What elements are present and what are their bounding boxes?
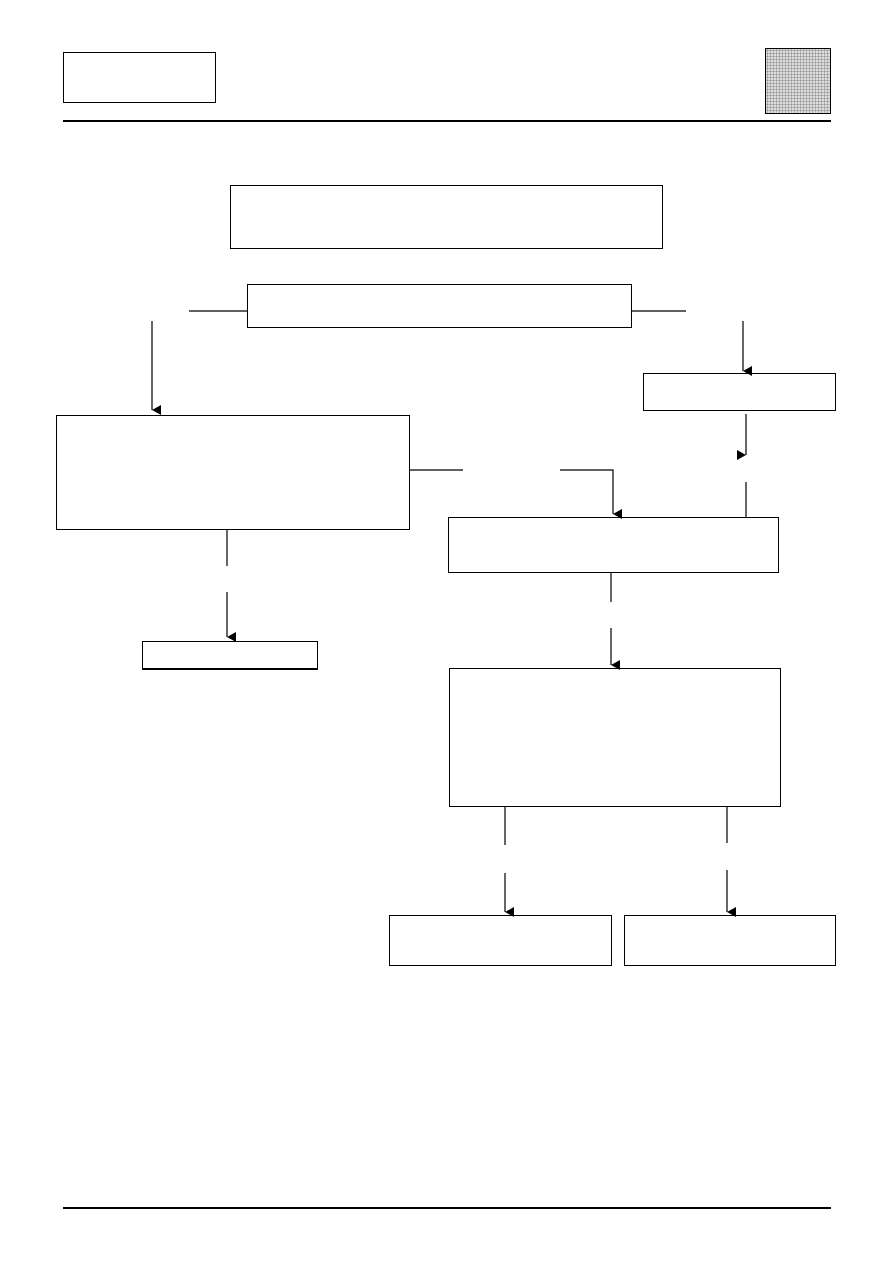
flow-middle-right-box <box>448 517 779 573</box>
footer-text <box>63 1214 831 1234</box>
flow-top-box <box>230 185 663 249</box>
flow-bottom-left-box <box>389 915 612 966</box>
flow-left-small-box <box>142 641 318 670</box>
header-label-box <box>63 52 216 103</box>
connector-to-middle-right-box <box>560 469 622 519</box>
flow-large-right-box <box>449 668 781 807</box>
footer-rule <box>63 1207 831 1209</box>
flow-bottom-right-box <box>624 915 836 966</box>
header-rule <box>63 120 831 122</box>
section-tab-badge <box>765 48 831 114</box>
flow-second-box <box>247 284 632 328</box>
flow-right-top-box <box>643 373 836 411</box>
flow-left-large-box <box>56 415 410 530</box>
